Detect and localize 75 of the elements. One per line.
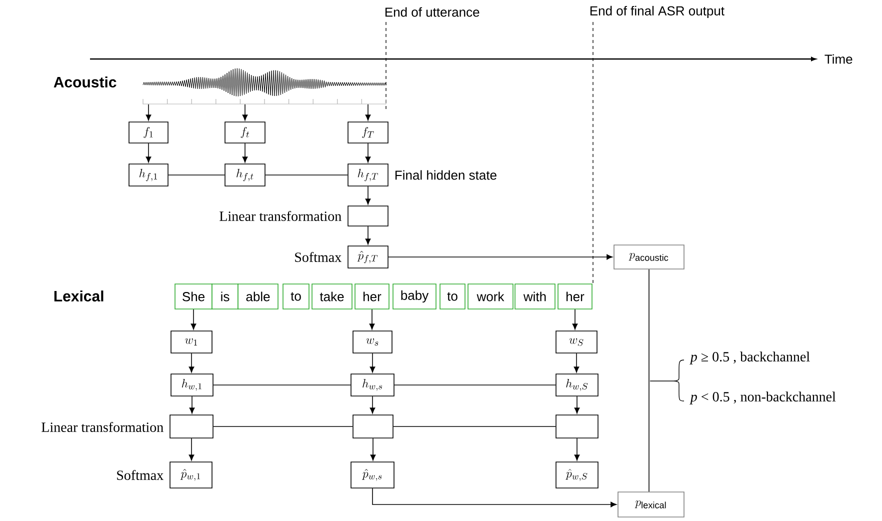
- arrow: [574, 353, 580, 373]
- condition-label: p < 0.5 , non-backchannel: [690, 392, 836, 404]
- arrow: [190, 309, 196, 330]
- connector-line: [648, 269, 650, 492]
- arrow: [574, 438, 580, 461]
- arrow: [574, 396, 580, 414]
- layer-box: $f_1$: [128, 122, 168, 144]
- layer-box: $\hat{p}_{f,T}$: [348, 246, 388, 268]
- side-label: Final hidden state: [395, 170, 496, 180]
- condition-label: p ≥ 0.5 , backchannel: [690, 352, 810, 364]
- arrow: [242, 143, 248, 163]
- word-box: her: [558, 284, 592, 310]
- layer-box: $h_{f,t}$: [224, 164, 266, 186]
- layer-box: $w_1$: [170, 330, 212, 354]
- layer-box: $f_T$: [348, 122, 388, 144]
- layer-box: $\hat{p}_{w,S}$: [556, 462, 598, 488]
- word-box: able: [238, 284, 278, 310]
- layer-box: $\hat{p}_{w,1}$: [170, 462, 212, 488]
- layer-box: $h_{w,s}$: [350, 374, 394, 396]
- side-label: Linear transformation: [220, 211, 342, 221]
- arrow: [370, 396, 376, 414]
- arrow: [146, 104, 152, 121]
- arrow: [189, 396, 195, 414]
- word-box: to: [282, 284, 310, 310]
- layer-box: $h_{f,1}$: [128, 164, 168, 186]
- layer-box: [348, 206, 388, 226]
- layer-box: $f_t$: [224, 122, 266, 144]
- arrow: [365, 186, 371, 205]
- arrow: [365, 143, 371, 163]
- arrow: [370, 438, 376, 461]
- arrow: [188, 438, 194, 461]
- waveform-drawing: [142, 68, 386, 104]
- word-box: is: [212, 284, 238, 310]
- connector-line: [213, 426, 353, 427]
- layer-box: [352, 414, 394, 438]
- section-label: Lexical: [54, 290, 104, 302]
- connector-line: [168, 174, 226, 176]
- probability-box: $p_{\mathrm{lexical}}$: [618, 492, 684, 518]
- word-box: work: [468, 284, 514, 310]
- marker-label: End of utterance: [385, 7, 480, 17]
- word-box: her: [354, 284, 390, 310]
- arrow: [146, 143, 152, 163]
- side-label: Linear transformation: [42, 422, 164, 432]
- arrow: [365, 226, 371, 245]
- side-label: Softmax: [117, 470, 164, 480]
- arrow: [365, 104, 371, 121]
- word-box: take: [312, 284, 352, 310]
- arrow: [372, 488, 617, 508]
- layer-box: $w_S$: [556, 330, 598, 354]
- arrow: [572, 309, 578, 330]
- layer-box: [170, 414, 214, 438]
- word-box: baby: [392, 284, 436, 310]
- axis-label: Time: [824, 54, 852, 64]
- layer-box: $h_{w,S}$: [556, 374, 598, 396]
- section-label: Acoustic: [54, 76, 116, 88]
- arrow: [188, 353, 194, 373]
- arrow: [369, 309, 375, 330]
- layer-box: [556, 414, 598, 438]
- layer-box: $h_{f,T}$: [348, 164, 388, 186]
- layer-box: $h_{w,1}$: [170, 374, 214, 396]
- connector-line: [393, 426, 556, 427]
- probability-box: $p_{\mathrm{acoustic}}$: [614, 244, 684, 270]
- side-label: Softmax: [295, 252, 342, 262]
- arrow: [242, 104, 248, 121]
- connector-line: [213, 384, 351, 386]
- word-box: with: [514, 284, 556, 310]
- connector-line: [394, 384, 556, 386]
- word-box: to: [440, 284, 466, 310]
- arrow: [388, 254, 613, 260]
- arrow: [370, 353, 376, 373]
- layer-box: $\hat{p}_{w,s}$: [350, 462, 394, 488]
- word-box: She: [174, 284, 212, 310]
- connector-line: [265, 174, 348, 176]
- layer-box: $w_s$: [352, 330, 392, 354]
- marker-label: End of final ASR output: [590, 6, 724, 18]
